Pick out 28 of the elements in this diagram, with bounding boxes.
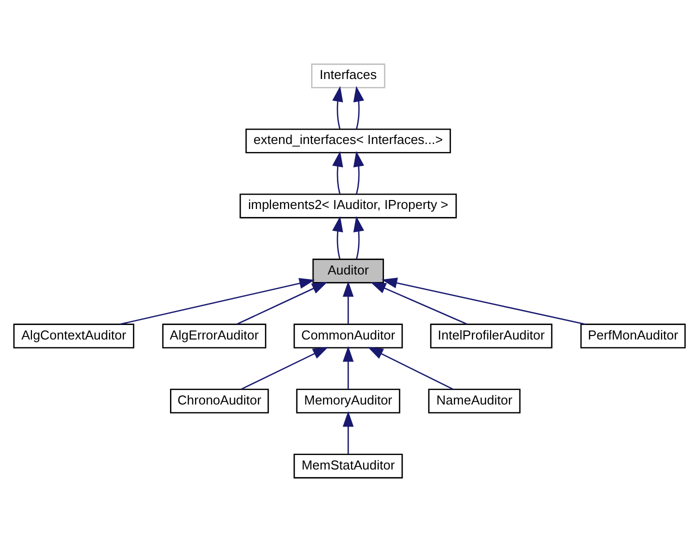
arrow (236, 281, 328, 324)
arrow (332, 86, 344, 128)
arrow (332, 150, 344, 194)
node-box: NameAuditor (428, 388, 521, 413)
node-box: ChronoAuditor (170, 388, 269, 413)
node-box: Interfaces (311, 63, 386, 88)
node-box: IntelProfilerAuditor (430, 323, 552, 348)
node-box: implements2< IAuditor, IProperty > (240, 193, 457, 218)
node-box: extend_interfaces< Interfaces...> (245, 128, 451, 153)
arrow (241, 346, 328, 390)
node-box: MemoryAuditor (296, 388, 400, 413)
arrow (370, 281, 468, 324)
arrow (342, 346, 354, 388)
arrow (353, 86, 364, 128)
node-box: MemStatAuditor (294, 453, 403, 478)
arrow (342, 410, 354, 454)
arrow (120, 278, 315, 324)
arrow (368, 346, 454, 390)
node-box: AlgContextAuditor (13, 323, 134, 348)
node-box: Auditor (312, 258, 384, 283)
node-box: AlgErrorAuditor (162, 323, 266, 348)
arrow (382, 277, 586, 324)
arrow (353, 216, 364, 258)
arrow (353, 150, 364, 194)
node-box: CommonAuditor (294, 323, 403, 348)
arrow (332, 216, 344, 258)
node-box: PerfMonAuditor (580, 323, 686, 348)
arrow (342, 280, 354, 324)
